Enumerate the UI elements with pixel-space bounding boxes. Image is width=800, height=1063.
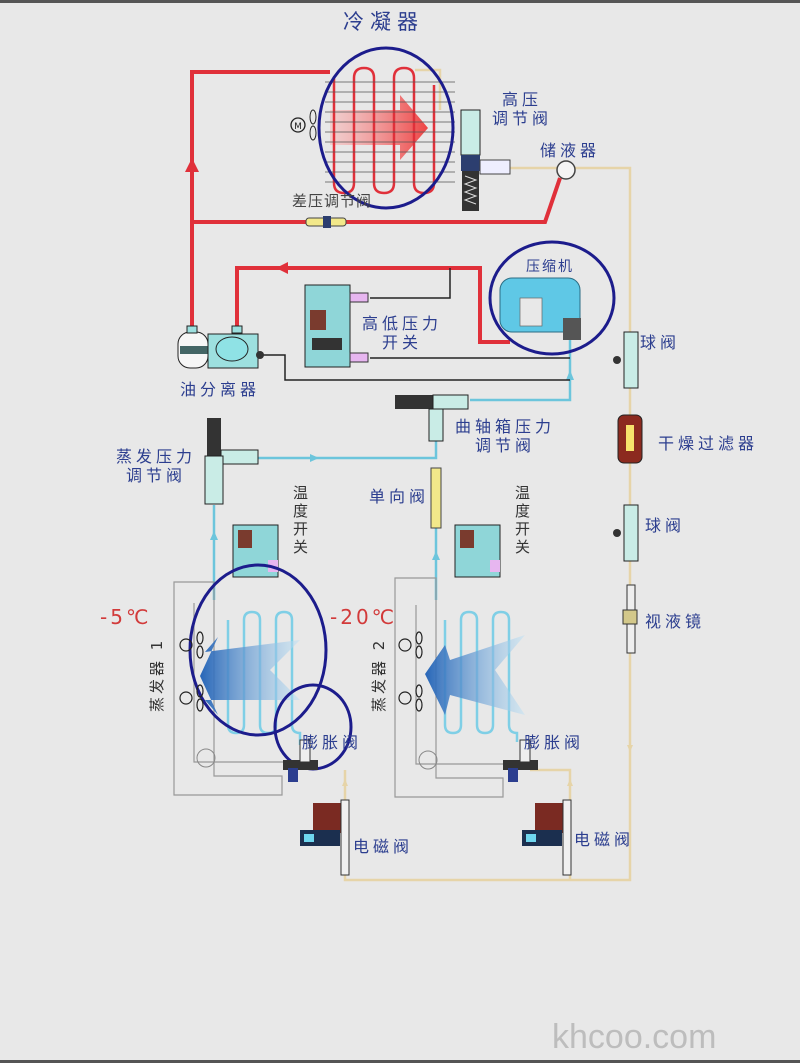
crankcase-valve-icon (395, 394, 469, 442)
top-border (0, 0, 800, 3)
temperature-switch-1-icon (232, 524, 279, 578)
expansion-valve-1-icon (283, 739, 318, 782)
evaporator-pressure-valve-icon (204, 418, 259, 505)
high-pressure-valve-label: 高压 调节阀 (492, 90, 553, 128)
temperature-switch-1-label: 温度开关 (291, 485, 309, 557)
oil-separator-label: 油分离器 (180, 380, 261, 399)
condenser-coil (325, 66, 455, 195)
solenoid-valve-1-label: 电磁阀 (353, 837, 414, 856)
evaporator-1 (173, 581, 302, 796)
temperature-switch-2-label: 温度开关 (513, 485, 531, 557)
temperature-switch-2-icon (454, 524, 501, 578)
differential-valve-label: 差压调节阀 (292, 192, 373, 210)
condenser-fan-icon: M (290, 109, 317, 141)
expansion-valve-2-icon (503, 739, 538, 782)
condenser-highlight (317, 46, 455, 210)
evaporator-2-fan-icons (398, 631, 423, 712)
receiver-icon (556, 160, 576, 180)
ball-valve-1-label: 球阀 (640, 333, 681, 352)
up-arrow-icon (185, 158, 199, 172)
drier-filter-label: 干燥过滤器 (658, 434, 759, 453)
compressor-icon (499, 277, 581, 340)
watermark: khcoo.com (552, 1018, 717, 1056)
receiver-label: 储液器 (540, 141, 601, 160)
compressor-highlight (488, 240, 616, 356)
evaporator-1-fan-icons (179, 631, 204, 712)
ball-valve-2-icon (613, 504, 639, 562)
control-lines (262, 268, 570, 381)
pressure-switch-label: 高低压力 开关 (362, 314, 443, 352)
evaporator-2-label: 蒸发器 2 (370, 637, 388, 712)
sight-glass-label: 视液镜 (645, 612, 706, 631)
sight-glass-icon (622, 584, 638, 654)
solenoid-valve-2-icon (522, 799, 572, 876)
check-valve-icon (430, 467, 442, 529)
svg-text:M: M (294, 122, 302, 132)
ball-valve-2-label: 球阀 (645, 516, 686, 535)
solenoid-valve-1-icon (300, 799, 350, 876)
pressure-switch-icon (304, 284, 369, 368)
solenoid-valve-2-label: 电磁阀 (574, 830, 635, 849)
evaporator-pressure-valve-label: 蒸发压力 调节阀 (116, 447, 197, 485)
evaporator-2-temperature: -20℃ (330, 605, 398, 629)
evaporator-1-label: 蒸发器 1 (148, 637, 166, 712)
differential-valve-icon (305, 216, 347, 228)
check-valve-label: 单向阀 (369, 487, 430, 506)
drier-filter-icon (617, 414, 643, 464)
bottom-border (0, 1060, 800, 1063)
condenser-label: 冷凝器 (343, 10, 424, 34)
expansion-valve-1-label: 膨胀阀 (302, 733, 363, 752)
evaporator-1-temperature: -5℃ (100, 605, 152, 629)
expansion-valve-2-label: 膨胀阀 (524, 733, 585, 752)
compressor-label: 压缩机 (526, 259, 574, 275)
high-pressure-valve-icon (460, 109, 511, 211)
left-arrow-icon (276, 262, 288, 274)
crankcase-valve-label: 曲轴箱压力 调节阀 (455, 417, 556, 455)
evaporator-2 (394, 577, 525, 798)
oil-separator-icon (177, 325, 264, 369)
ball-valve-1-icon (613, 331, 639, 389)
